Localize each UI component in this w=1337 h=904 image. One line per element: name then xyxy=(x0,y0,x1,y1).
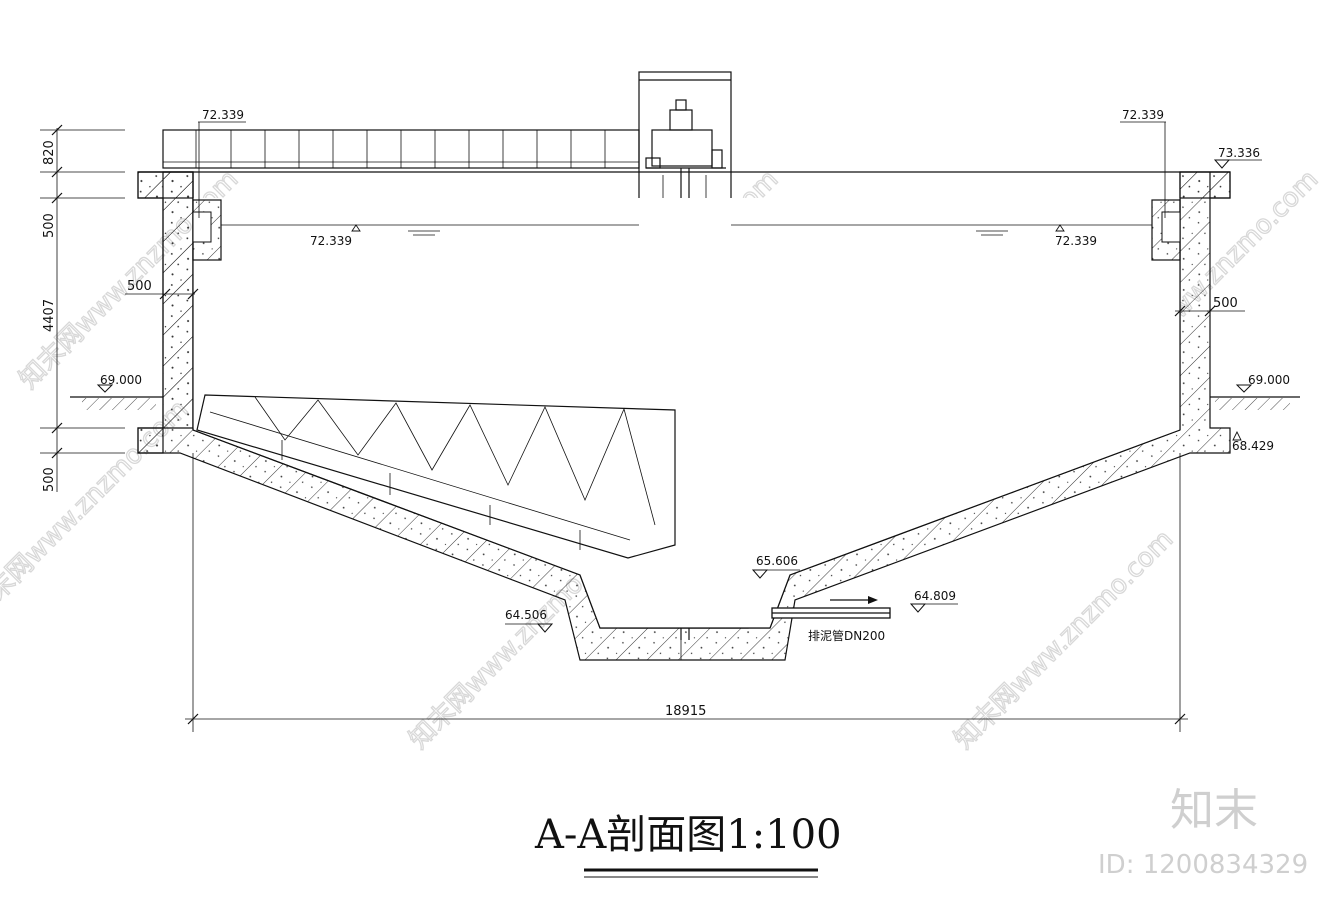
bridge-truss xyxy=(162,129,640,169)
elev-pipe: 64.809 xyxy=(914,589,956,603)
elev-sump-bottom: 64.506 xyxy=(505,608,547,622)
elevation-marks: 72.339 72.339 72.339 72.339 73.336 68.42… xyxy=(198,108,1274,633)
elev-ground-right: 69.000 xyxy=(1248,373,1290,387)
brand-logo: 知末 xyxy=(1170,785,1258,836)
elev-weir-left: 72.339 xyxy=(202,108,244,122)
overall-width-dim: 18915 xyxy=(185,453,1188,732)
dim-wall-left: 500 xyxy=(127,279,152,294)
elev-ground-left: 69.000 xyxy=(100,373,142,387)
elev-water-left: 72.339 xyxy=(310,234,352,248)
pipe-label: 排泥管DN200 xyxy=(808,628,885,643)
dim-overall-width: 18915 xyxy=(665,704,706,719)
left-dimension-chain: 820 500 4407 500 xyxy=(40,124,125,492)
dim-500-bottom: 500 xyxy=(42,467,57,492)
drawing-title-group: A-A剖面图1:100 xyxy=(534,812,842,878)
scraper-truss xyxy=(196,394,676,559)
dim-wall-right: 500 xyxy=(1213,296,1238,311)
watermark-text: 知末网www.znzmo.com xyxy=(949,524,1180,755)
elev-weir-right: 72.339 xyxy=(1122,108,1164,122)
ground-right: 69.000 xyxy=(1210,373,1300,410)
elev-water-right: 72.339 xyxy=(1055,234,1097,248)
elev-top-wall: 73.336 xyxy=(1218,146,1260,160)
drawing-title: A-A剖面图1:100 xyxy=(534,812,842,858)
dim-500-top: 500 xyxy=(42,213,57,238)
dim-820: 820 xyxy=(42,140,57,165)
water-surface xyxy=(221,224,1152,236)
elev-cone-top: 65.606 xyxy=(756,554,798,568)
brand-id: ID: 1200834329 xyxy=(1098,850,1308,880)
tank-structure xyxy=(137,171,1231,661)
sludge-pipe: 排泥管DN200 xyxy=(771,596,891,643)
dim-4407: 4407 xyxy=(42,299,57,332)
wall-thickness-dims: 500 500 xyxy=(125,279,1245,317)
brand-watermark: 知末 ID: 1200834329 xyxy=(1098,785,1308,880)
ground-left: 69.000 xyxy=(70,373,163,410)
elev-wall-base: 68.429 xyxy=(1232,439,1274,453)
